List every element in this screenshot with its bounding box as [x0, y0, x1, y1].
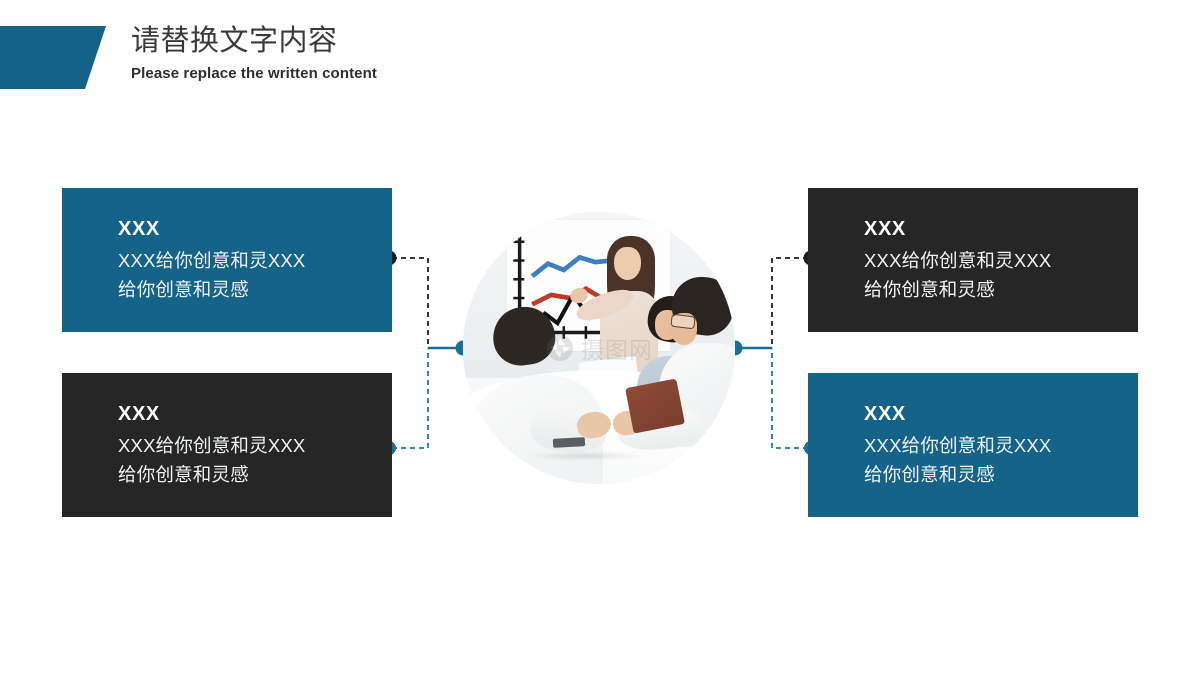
card-title: XXX — [864, 218, 906, 240]
header-accent-shape — [0, 26, 106, 89]
card-title: XXX — [118, 218, 160, 240]
table-shadow — [528, 451, 643, 462]
content-card-bottom-left[interactable]: XXX XXX给你创意和灵XXX 给你创意和灵感 — [62, 373, 392, 517]
card-line-2: 给你创意和灵感 — [118, 279, 249, 300]
content-card-top-left[interactable]: XXX XXX给你创意和灵XXX 给你创意和灵感 — [62, 188, 392, 332]
page-subtitle: Please replace the written content — [131, 65, 377, 82]
attendee-right-face — [669, 312, 697, 345]
phone-icon — [552, 436, 585, 448]
card-line-2: 给你创意和灵感 — [118, 464, 249, 485]
card-line-2: 给你创意和灵感 — [864, 464, 995, 485]
header-text-group: 请替换文字内容 Please replace the written conte… — [131, 22, 651, 85]
content-card-bottom-right[interactable]: XXX XXX给你创意和灵XXX 给你创意和灵感 — [808, 373, 1138, 517]
page-title: 请替换文字内容 — [131, 25, 338, 57]
card-line-1: XXX给你创意和灵XXX — [118, 250, 306, 271]
card-line-1: XXX给你创意和灵XXX — [864, 435, 1052, 456]
presenter-face — [613, 247, 641, 281]
card-title: XXX — [118, 403, 160, 425]
connector-path-bottom-right — [771, 348, 808, 449]
card-line-1: XXX给你创意和灵XXX — [864, 250, 1052, 271]
card-line-2: 给你创意和灵感 — [864, 279, 995, 300]
content-card-top-right[interactable]: XXX XXX给你创意和灵XXX 给你创意和灵感 — [808, 188, 1138, 332]
connector-path-bottom-left — [392, 348, 429, 449]
card-title: XXX — [864, 403, 906, 425]
connector-path-top-right — [771, 257, 808, 348]
card-line-1: XXX给你创意和灵XXX — [118, 435, 306, 456]
photo-scene: 摄图网 — [463, 212, 735, 484]
connector-path-top-left — [392, 257, 429, 348]
center-photo: 摄图网 — [463, 212, 735, 484]
